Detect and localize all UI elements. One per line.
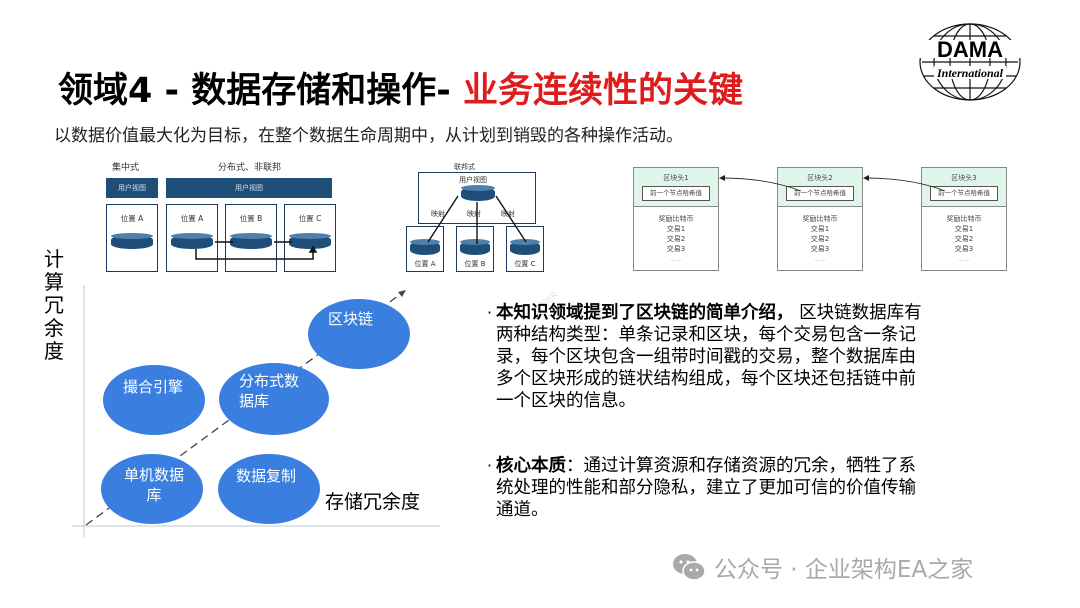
user-view-bar: 用户视图	[106, 178, 158, 198]
location-box: 位置 C	[506, 226, 544, 272]
database-icon	[461, 185, 495, 201]
footer-watermark: 公众号 · 企业架构EA之家	[672, 550, 973, 584]
location-box: 位置 C	[284, 204, 336, 272]
user-view-bar: 用户视图	[166, 178, 332, 198]
node-data-replication: 数据复制	[218, 454, 320, 524]
connector-lines	[195, 241, 318, 260]
chain-arrows	[719, 175, 946, 192]
database-icon	[460, 239, 490, 255]
globe-icon: DAMA International	[912, 23, 1028, 101]
block-body: 奖励比特币 交易1 交易2 交易3 ……	[946, 215, 982, 263]
node-distributed-db: 分布式数据库	[219, 363, 329, 435]
architecture-diagram: 集中式 分布式、非联邦 用户视图 用户视图 位置 A 位置 A 位置 B 位置 …	[100, 160, 336, 274]
location-box: 位置 A	[106, 204, 158, 272]
bullet-dot: ·	[487, 303, 493, 322]
node-blockchain: 区块链	[308, 299, 410, 369]
location-box: 位置 B	[225, 204, 277, 272]
node-matching-engine: 撮合引擎	[103, 365, 205, 435]
node-standalone-db: 单机数据库	[101, 454, 203, 524]
database-icon	[111, 233, 153, 249]
block-header: 区块头1 前一个节点哈希值	[634, 168, 718, 207]
database-icon	[510, 239, 540, 255]
distributed-label: 分布式、非联邦	[218, 163, 282, 173]
block-body: 奖励比特币 交易1 交易2 交易3 ……	[802, 215, 838, 263]
location-box: 位置 B	[456, 226, 494, 272]
location-box: 位置 A	[166, 204, 218, 272]
blockchain-description: · 本知识领域提到了区块链的简单介绍， 区块链数据库有 两种结构类型：单条记录和…	[487, 303, 922, 411]
redundancy-chart: 单机数据库 数据复制 撮合引擎 分布式数据库 区块链	[40, 245, 460, 545]
centralized-label: 集中式	[112, 163, 140, 173]
title-highlight: 业务连续性的关键	[462, 71, 743, 111]
database-icon	[289, 233, 331, 249]
block-1: 区块头1 前一个节点哈希值 奖励比特币 交易1 交易2 交易3 ……	[633, 167, 719, 271]
database-icon	[171, 233, 213, 249]
database-icon	[410, 239, 440, 255]
page-title: 领域4 - 数据存储和操作- 业务连续性的关键	[58, 62, 743, 113]
federated-diagram: 联邦式 用户视图 映射 映射 映射 位置 A 位置 B 位置 C	[398, 162, 573, 274]
title-main: 领域4 - 数据存储和操作-	[58, 71, 463, 111]
federated-label: 联邦式	[454, 163, 475, 171]
wechat-icon	[673, 554, 706, 581]
y-axis-label: 计算冗余度	[44, 247, 64, 363]
database-icon	[230, 233, 272, 249]
x-axis-label: 存储冗余度	[325, 491, 421, 513]
mapping-arrows	[427, 195, 527, 244]
page-subtitle: 以数据价值最大化为目标，在整个数据生命周期中，从计划到销毁的各种操作活动。	[54, 126, 683, 146]
footer-text: 公众号 · 企业架构EA之家	[714, 557, 974, 583]
core-essence-description: · 核心本质：通过计算资源和存储资源的冗余，牺牲了系 统处理的性能和部分隐私，建…	[487, 456, 916, 520]
blockchain-diagram: 区块头1 前一个节点哈希值 奖励比特币 交易1 交易2 交易3 …… 区块头2 …	[625, 163, 1045, 273]
block-body: 奖励比特币 交易1 交易2 交易3 ……	[658, 215, 694, 263]
location-box: 位置 A	[406, 226, 444, 272]
svg-text:DAMA: DAMA	[937, 37, 1003, 62]
svg-text:International: International	[936, 66, 1004, 80]
bullet-dot: ·	[487, 456, 493, 475]
dama-logo: DAMA International	[908, 20, 1032, 104]
